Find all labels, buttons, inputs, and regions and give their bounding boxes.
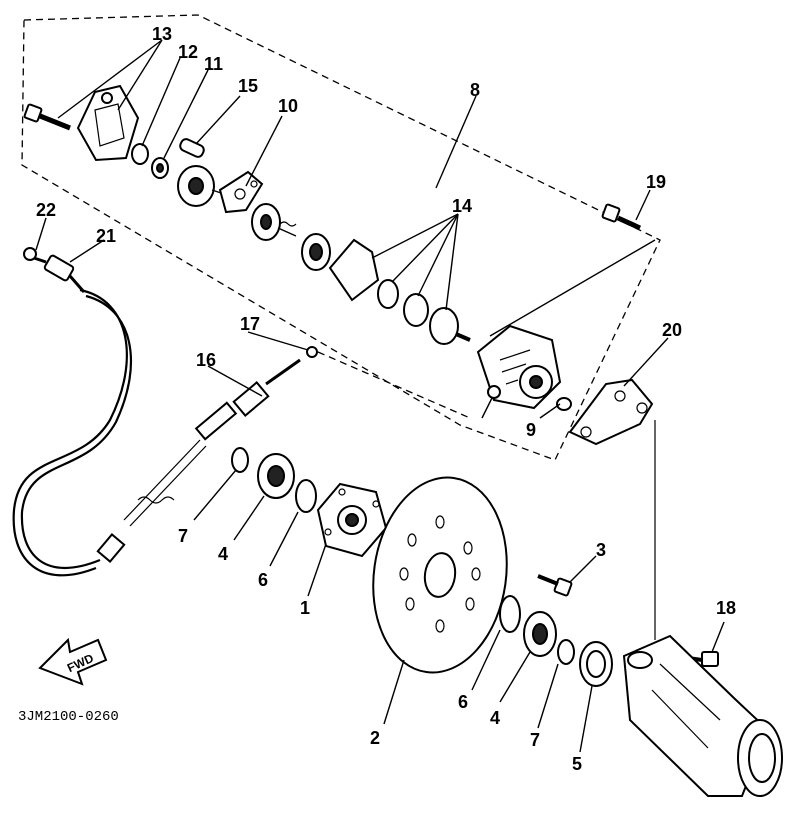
seal-5 xyxy=(579,641,613,687)
callout-16: 16 xyxy=(196,350,216,370)
piston-11 xyxy=(151,157,169,179)
callout-4b: 4 xyxy=(490,708,500,728)
callout-15: 15 xyxy=(238,76,258,96)
callout-8: 8 xyxy=(470,80,480,100)
bolt-19 xyxy=(601,203,642,231)
nut-9 xyxy=(556,397,572,411)
callout-4a: 4 xyxy=(218,544,228,564)
callout-6a: 6 xyxy=(258,570,268,590)
callout-18: 18 xyxy=(716,598,736,618)
callout-6b: 6 xyxy=(458,692,468,712)
washer-14 xyxy=(403,293,429,327)
bearing-4b xyxy=(523,611,557,657)
plate-10 xyxy=(218,170,264,214)
callout-19: 19 xyxy=(646,172,666,192)
callout-7b: 7 xyxy=(530,730,540,750)
cable-end-17 xyxy=(306,346,318,358)
callout-5: 5 xyxy=(572,754,582,774)
callout-14: 14 xyxy=(452,196,472,216)
leader-lines xyxy=(35,39,725,753)
circlip-6a xyxy=(295,479,317,513)
bolt-assembly-boundary xyxy=(317,351,471,419)
drawing-code: 3JM2100-0260 xyxy=(18,709,119,725)
callout-21: 21 xyxy=(96,226,116,246)
cable-fitting-21 xyxy=(43,254,86,293)
callout-12: 12 xyxy=(178,42,198,62)
o-ring-14 xyxy=(377,279,399,309)
callout-13: 13 xyxy=(152,24,172,44)
callout-17: 17 xyxy=(240,314,260,334)
callout-3: 3 xyxy=(596,540,606,560)
caliper-body xyxy=(177,165,225,207)
cable-assembly-16 xyxy=(12,288,301,577)
caliper-assembly-boundary xyxy=(21,14,661,461)
callout-1: 1 xyxy=(300,598,310,618)
cable-screw-22 xyxy=(23,247,47,264)
caliper-bolt-13 xyxy=(23,103,71,131)
gasket-14 xyxy=(328,238,380,302)
callout-11: 11 xyxy=(204,54,223,74)
bracket-20 xyxy=(568,378,654,446)
callout-9: 9 xyxy=(526,420,536,440)
brake-disc-2 xyxy=(372,476,508,674)
piston-14 xyxy=(429,307,471,345)
circlip-7a xyxy=(231,447,249,473)
forward-arrow-icon: FWD xyxy=(38,637,108,686)
bolt-3 xyxy=(537,574,573,597)
circlip-7b xyxy=(557,639,575,665)
caliper-cover-13 xyxy=(76,84,140,162)
circlip-6b xyxy=(499,595,521,633)
axle-housing xyxy=(622,634,783,797)
bearing xyxy=(301,233,331,271)
bearing-4a xyxy=(257,453,295,499)
callout-2: 2 xyxy=(370,728,380,748)
callout-7a: 7 xyxy=(178,526,188,546)
callout-20: 20 xyxy=(662,320,682,340)
callout-22: 22 xyxy=(36,200,56,220)
seal-12 xyxy=(131,143,149,165)
pin-15 xyxy=(179,138,205,158)
callout-10: 10 xyxy=(278,96,298,116)
hub-1 xyxy=(316,482,388,558)
adjuster xyxy=(251,203,297,241)
caliper-housing xyxy=(476,324,562,410)
